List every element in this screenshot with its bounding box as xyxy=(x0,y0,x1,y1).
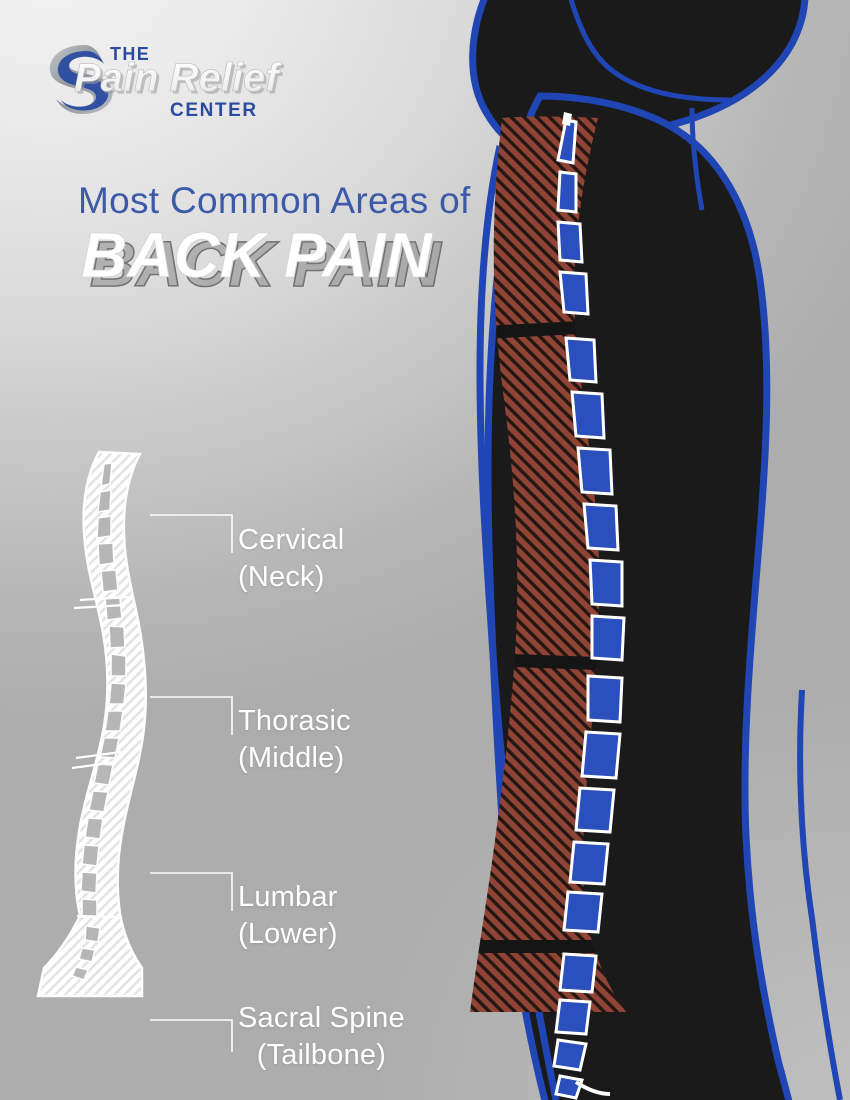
label-cervical-line2: (Neck) xyxy=(238,561,325,594)
vertebra-l3 xyxy=(574,786,616,834)
label-sacral: Sacral Spine (Tailbone) xyxy=(238,1000,405,1074)
neck-line xyxy=(689,107,705,211)
logo-center: CENTER xyxy=(170,100,258,121)
spine-side-view-diagram xyxy=(24,440,234,1070)
spine-outline xyxy=(36,450,148,998)
vertebra xyxy=(70,966,90,981)
vertebra-t5 xyxy=(588,558,624,608)
vertebra xyxy=(84,817,104,840)
vertebra-t4 xyxy=(582,502,620,552)
vertebra xyxy=(104,710,124,732)
label-thorasic: Thorasic (Middle) xyxy=(238,703,351,777)
vertebra-t1 xyxy=(564,336,598,384)
vertebra xyxy=(81,844,100,867)
vertebra xyxy=(97,542,115,566)
vertebra-c1 xyxy=(556,118,578,165)
vertebra-c4 xyxy=(558,270,590,316)
vertebra xyxy=(78,947,96,963)
vertebra-column xyxy=(552,118,626,1100)
label-thorasic-line1: Thorasic xyxy=(238,705,351,737)
label-thorasic-line2: (Middle) xyxy=(238,742,345,775)
headline: Most Common Areas of BACK PAIN BACK PAIN… xyxy=(78,180,548,301)
vertebra-l2 xyxy=(580,730,622,780)
vertebra xyxy=(93,763,114,786)
vertebra xyxy=(88,790,109,813)
headline-title-shadow2: BACK PAIN xyxy=(90,228,443,300)
vertebra-s4 xyxy=(554,1074,584,1100)
headline-subtitle: Most Common Areas of xyxy=(78,180,471,221)
vertebra-c3 xyxy=(556,220,584,264)
vertebra xyxy=(110,653,127,677)
jaw-line xyxy=(568,0,731,103)
label-sacral-line1: Sacral Spine xyxy=(238,1002,405,1034)
vertebra-s2 xyxy=(554,998,592,1036)
vertebra xyxy=(97,489,112,513)
headline-title-wrap: BACK PAIN BACK PAIN BACK PAIN xyxy=(78,219,548,301)
human-body-side-silhouette xyxy=(430,0,850,1100)
vertebra xyxy=(104,597,123,621)
vertebra-l1 xyxy=(586,674,624,724)
vertebra-s3 xyxy=(552,1038,588,1072)
vertebra-c0-sliver xyxy=(562,112,572,126)
logo-the: THE xyxy=(110,44,150,64)
vertebra xyxy=(96,515,112,539)
vertebra-l5 xyxy=(562,890,604,934)
logo-main: Pain Relief xyxy=(74,56,282,100)
vertebra-t6 xyxy=(590,614,626,662)
front-contour-line xyxy=(797,689,843,1100)
headline-title-shadow: BACK PAIN xyxy=(90,228,443,300)
vertebra xyxy=(81,898,98,919)
spine-section-divider xyxy=(71,595,129,919)
headline-title: BACK PAIN xyxy=(81,219,434,291)
label-cervical-line1: Cervical xyxy=(238,524,345,556)
s-swoosh-icon xyxy=(49,45,113,114)
spine-vertebra-group xyxy=(70,462,127,981)
label-lumbar-line1: Lumbar xyxy=(238,881,338,913)
label-lumbar-line2: (Lower) xyxy=(238,918,338,951)
vertebra-t3 xyxy=(576,446,614,496)
vertebra-l4 xyxy=(568,840,610,886)
label-cervical: Cervical (Neck) xyxy=(238,522,344,596)
spine-hatch-body xyxy=(38,452,146,996)
vertebra xyxy=(108,682,127,705)
vertebra-t2 xyxy=(570,390,606,440)
logo-main-shadow: Pain Relief xyxy=(77,59,285,103)
label-lumbar: Lumbar (Lower) xyxy=(238,879,338,953)
coccyx-curve xyxy=(574,1080,611,1096)
vertebra xyxy=(80,871,98,894)
vertebra xyxy=(100,462,113,488)
vertebra-s1 xyxy=(558,952,598,994)
logo[interactable]: THE Pain Relief Pain Relief CENTER xyxy=(30,28,290,128)
vertebra xyxy=(84,925,101,943)
label-sacral-line2: (Tailbone) xyxy=(256,1039,387,1072)
vertebra-c2 xyxy=(556,170,578,214)
vertebra xyxy=(108,625,126,649)
vertebra xyxy=(100,569,119,593)
